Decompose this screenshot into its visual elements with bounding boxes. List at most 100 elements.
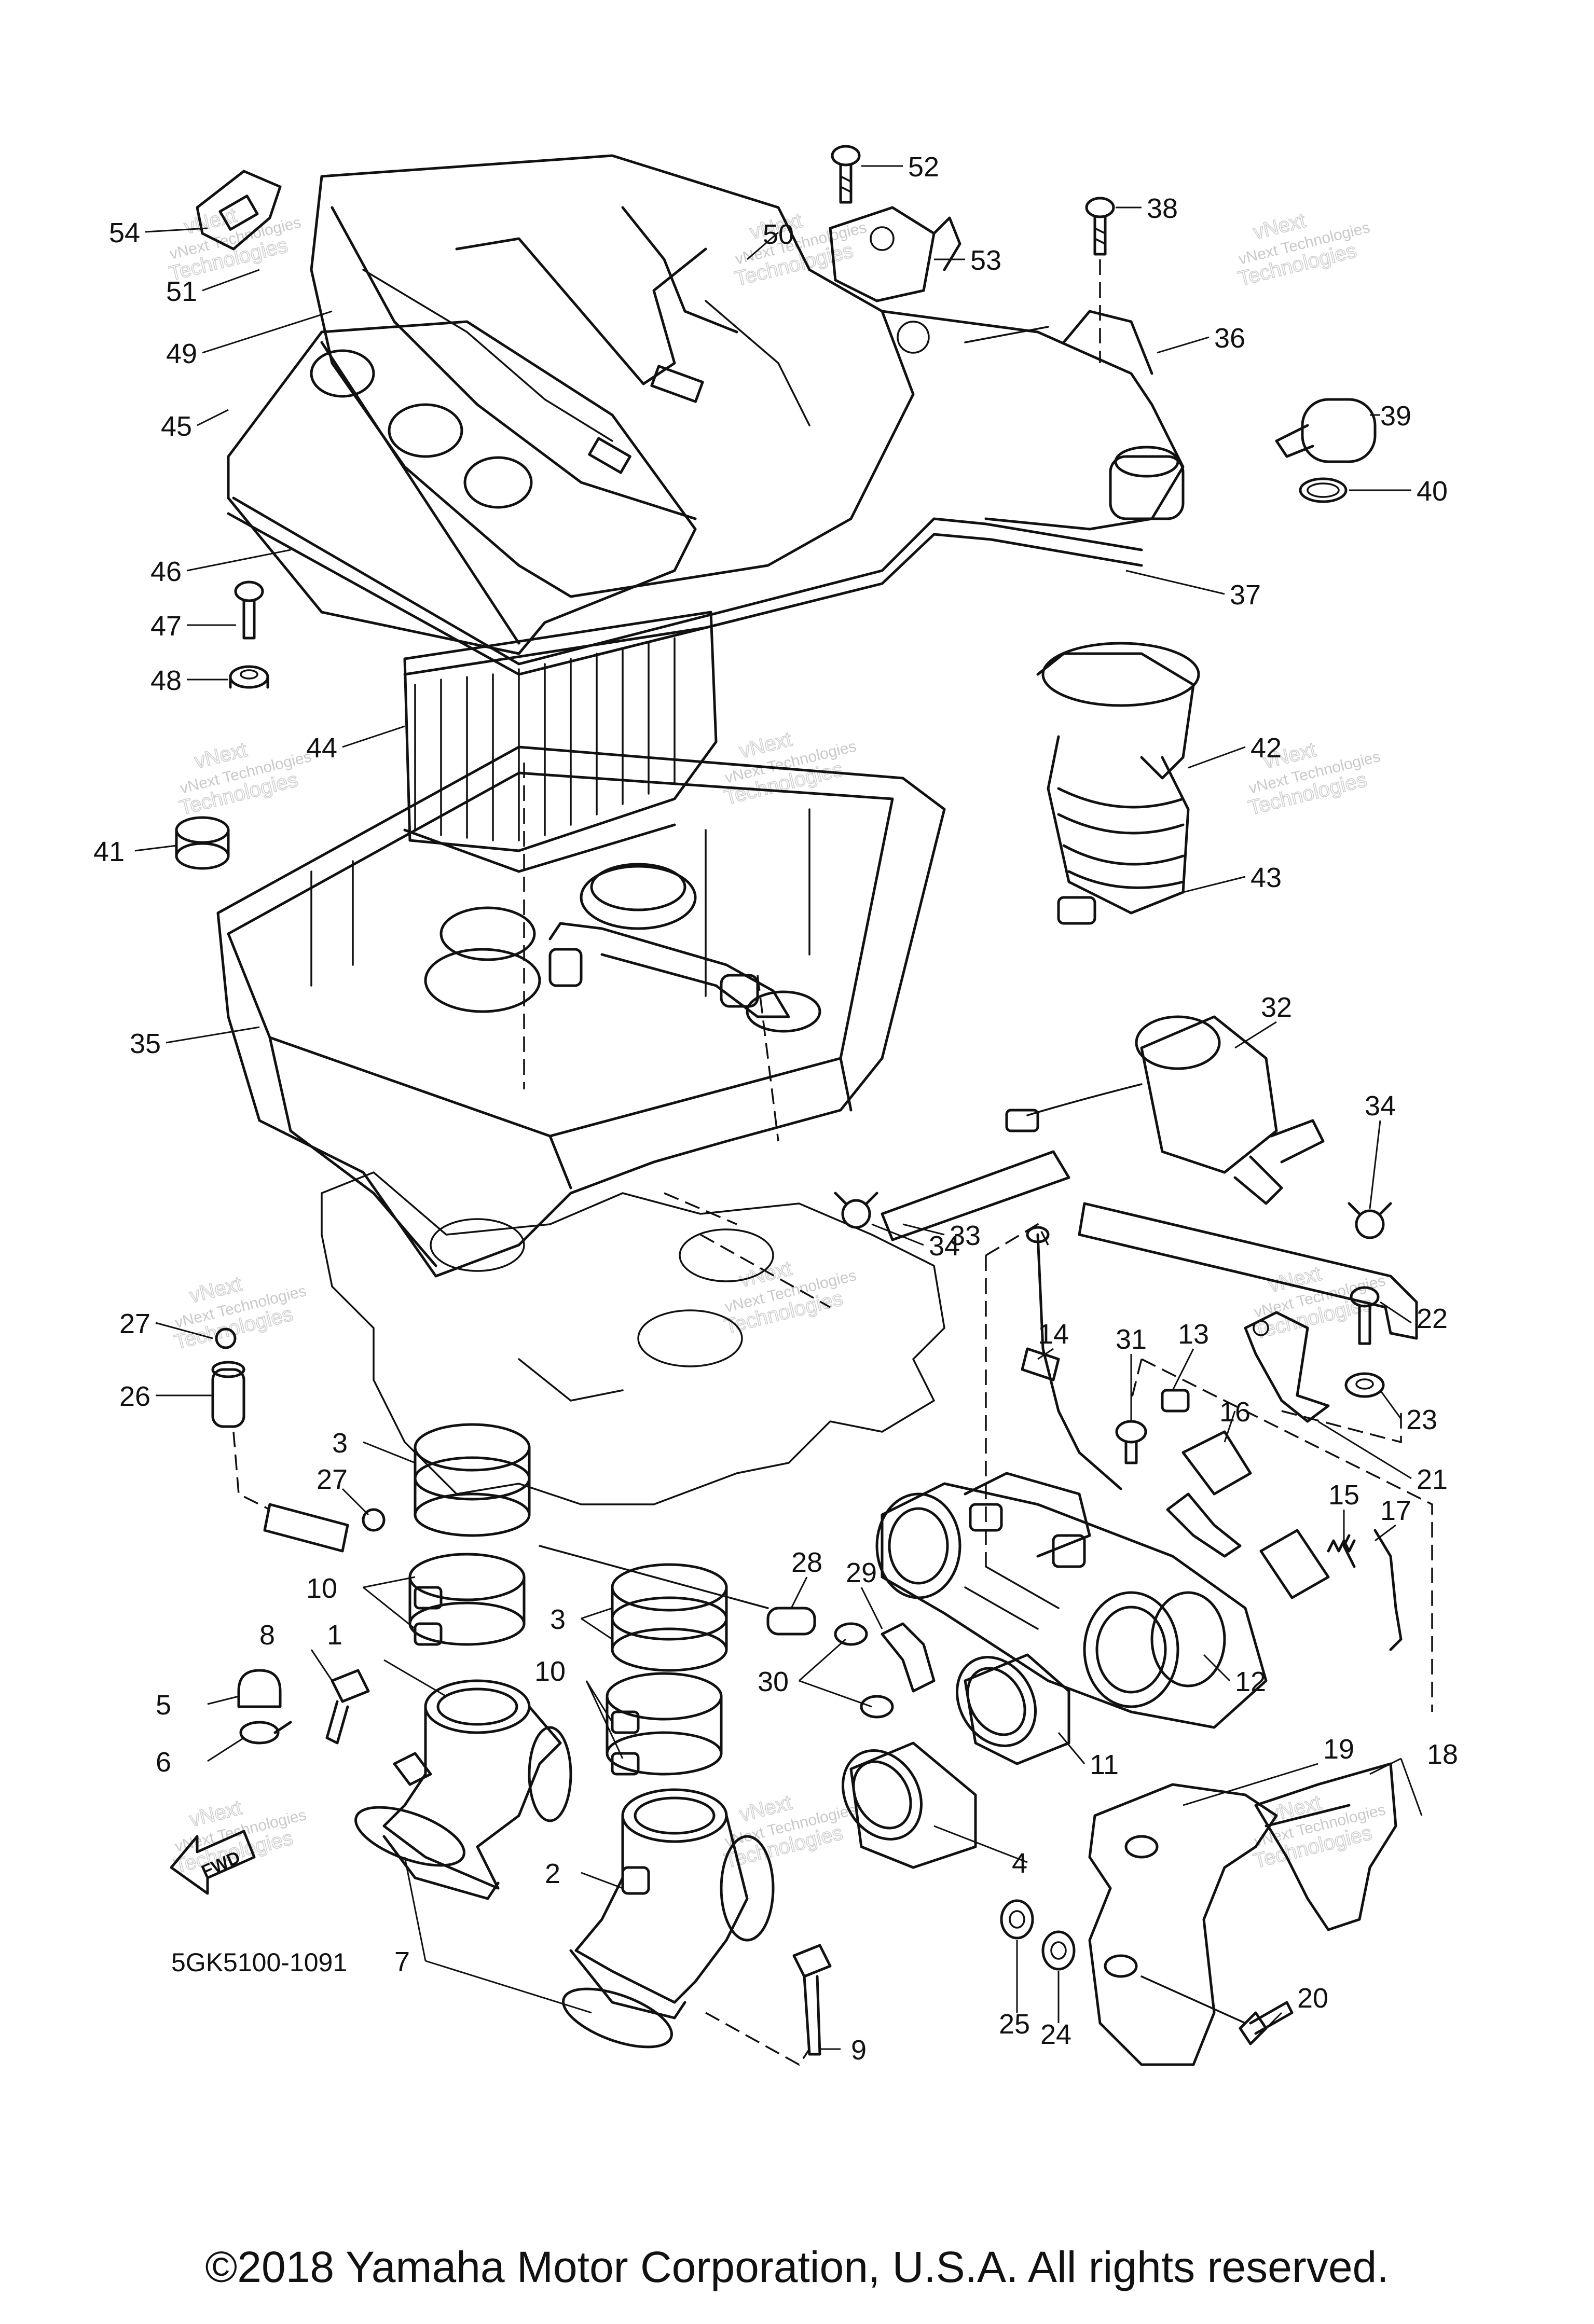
callout-13: 13 xyxy=(1178,1319,1209,1350)
callout-33: 33 xyxy=(950,1220,981,1251)
part-52-screw xyxy=(831,145,861,204)
callout-11: 11 xyxy=(1090,1749,1119,1780)
part-28-plug xyxy=(539,1545,816,1636)
callout-4: 4 xyxy=(1012,1848,1027,1879)
part-44-element xyxy=(403,611,718,873)
callout-38: 38 xyxy=(1147,193,1178,224)
part-48-grommet xyxy=(229,665,269,689)
part-8-bolt xyxy=(325,1669,370,1745)
part-18-cover xyxy=(1254,1762,1397,1931)
part-3-joint xyxy=(414,1423,728,1672)
callout-17: 17 xyxy=(1380,1495,1411,1526)
part-35-air-box-case xyxy=(216,745,946,1278)
callout-50: 50 xyxy=(763,219,794,250)
part-12-throttle-body xyxy=(875,1472,1268,1729)
part-42-43-intake-duct xyxy=(1036,642,1200,925)
part-25-damper xyxy=(1000,1899,1034,1940)
part-23-washer xyxy=(1344,1372,1385,1398)
callout-10-right: 10 xyxy=(534,1656,566,1687)
callout-34-left: 34 xyxy=(929,1230,960,1262)
part-9-bolt xyxy=(705,1944,832,2066)
callout-6: 6 xyxy=(156,1747,171,1778)
part-4-joint xyxy=(842,1741,977,1869)
part-2-manifold xyxy=(569,1788,775,2019)
part-7-o-ring xyxy=(354,1806,673,2049)
watermark: vNext Technologies vNext Technologies xyxy=(722,1791,858,1873)
part-13-sensor-assembly xyxy=(1130,1358,1433,1712)
callout-27-bottom: 27 xyxy=(317,1464,348,1495)
callout-21: 21 xyxy=(1417,1464,1448,1495)
callout-18: 18 xyxy=(1427,1739,1458,1770)
callout-37: 37 xyxy=(1230,579,1261,611)
callout-54: 54 xyxy=(109,217,140,248)
part-27-clip xyxy=(215,1327,386,1532)
part-10-band xyxy=(408,1553,723,1776)
part-40-o-ring xyxy=(1299,477,1348,503)
part-15-spring xyxy=(1327,1539,1356,1553)
callout-49: 49 xyxy=(166,338,197,369)
callout-19: 19 xyxy=(1323,1734,1354,1765)
copyright-notice: ©2018 Yamaha Motor Corporation, U.S.A. A… xyxy=(205,2243,1389,2291)
callout-53: 53 xyxy=(970,245,1001,276)
part-26-hose xyxy=(211,1361,245,1428)
part-21-bracket xyxy=(1244,1311,1402,1444)
callout-52: 52 xyxy=(908,151,939,183)
callout-48: 48 xyxy=(150,665,182,696)
part-code-label: 5GK5100-1091 xyxy=(171,1948,347,1977)
callout-16: 16 xyxy=(1219,1396,1251,1428)
callout-15: 15 xyxy=(1328,1479,1359,1511)
part-31-screw xyxy=(1115,1420,1147,1464)
part-5-cap xyxy=(237,1669,282,1708)
part-41-damper xyxy=(175,816,230,870)
part-20-bolt xyxy=(1140,1975,1294,2045)
watermark: vNext Technologies vNext Technologies xyxy=(732,209,869,291)
callout-3-left: 3 xyxy=(332,1428,348,1459)
callout-40: 40 xyxy=(1417,476,1448,507)
callout-3-right: 3 xyxy=(550,1604,566,1635)
callout-27-top: 27 xyxy=(119,1308,150,1339)
callout-32: 32 xyxy=(1261,992,1292,1023)
callout-45: 45 xyxy=(161,411,192,442)
part-19-cover xyxy=(1088,1783,1278,2066)
part-30-clip xyxy=(834,1622,894,1719)
callout-36: 36 xyxy=(1214,323,1245,354)
watermark: vNext Technologies vNext Technologies xyxy=(1251,1791,1387,1873)
watermark: vNext Technologies vNext Technologies xyxy=(1235,209,1372,291)
callout-31: 31 xyxy=(1116,1324,1147,1355)
callout-7: 7 xyxy=(394,1946,410,1977)
callout-29: 29 xyxy=(846,1557,877,1588)
callout-41: 41 xyxy=(93,836,125,867)
watermark: vNext Technologies vNext Technologies xyxy=(172,1272,308,1354)
callout-34-right: 34 xyxy=(1365,1090,1396,1122)
part-24-collar xyxy=(1041,1930,1076,1971)
part-hose-short xyxy=(232,1431,349,1553)
callout-14: 14 xyxy=(1038,1319,1069,1350)
part-38-screw xyxy=(1085,197,1115,363)
part-53-bracket xyxy=(829,206,961,302)
callout-44: 44 xyxy=(306,732,337,764)
callout-24: 24 xyxy=(1040,2019,1071,2050)
part-22-screw xyxy=(1350,1286,1380,1345)
callout-8: 8 xyxy=(259,1620,275,1651)
callout-12: 12 xyxy=(1235,1666,1266,1697)
callout-28: 28 xyxy=(791,1547,822,1578)
part-32-fuel-filter xyxy=(1005,1015,1325,1205)
callout-26: 26 xyxy=(119,1381,150,1412)
callout-22: 22 xyxy=(1417,1303,1448,1334)
leader-lines xyxy=(134,165,1423,2050)
callout-1: 1 xyxy=(327,1620,342,1651)
callout-47: 47 xyxy=(150,611,182,642)
engine-outline xyxy=(321,1171,945,1505)
callout-2: 2 xyxy=(545,1858,560,1889)
watermark: vNext Technologies vNext Technologies xyxy=(177,738,313,820)
part-11-joint xyxy=(956,1653,1070,1765)
callout-23: 23 xyxy=(1406,1404,1437,1435)
callout-51: 51 xyxy=(166,276,197,307)
callout-30: 30 xyxy=(758,1666,789,1697)
part-39-fitting xyxy=(1275,398,1377,463)
part-54-clip xyxy=(196,170,282,251)
callout-43: 43 xyxy=(1251,862,1282,893)
callout-labels: 52 50 53 38 36 39 40 37 54 51 49 45 46 4… xyxy=(93,151,1458,2066)
callout-39: 39 xyxy=(1380,400,1411,432)
